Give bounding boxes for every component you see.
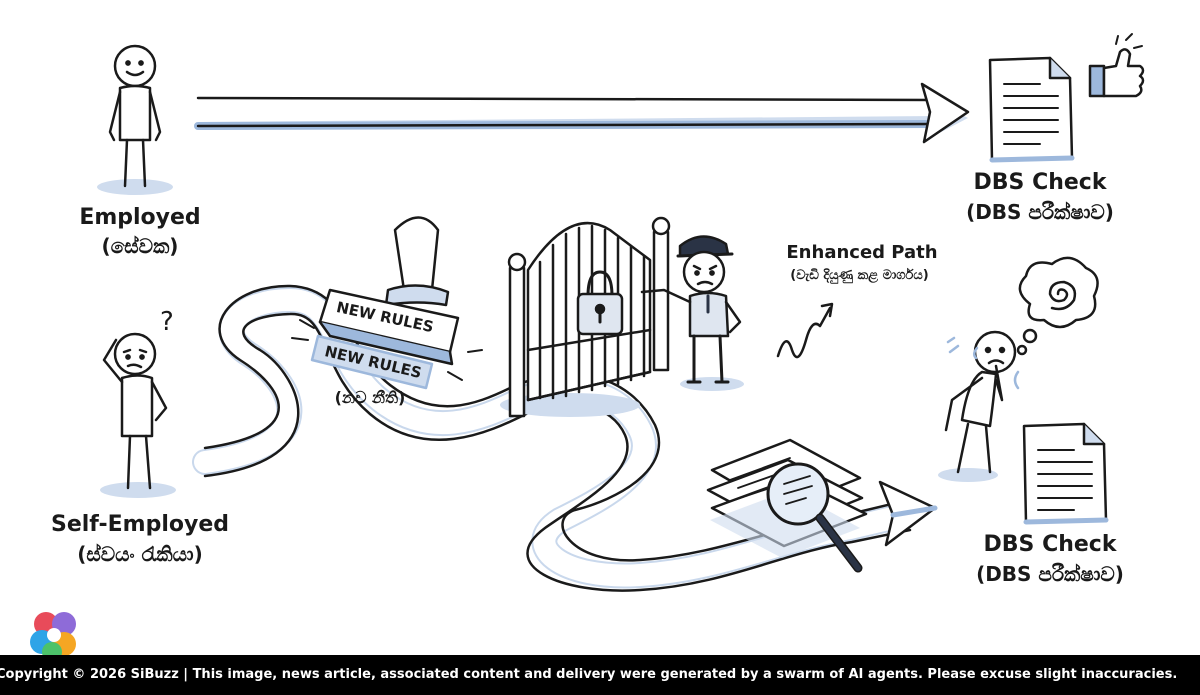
magnifying-glass-icon xyxy=(766,462,863,573)
employed-label: Employed xyxy=(79,205,201,230)
copyright-footer: Copyright © 2026 SiBuzz | This image, ne… xyxy=(0,655,1200,695)
new-rules-label-sinhala: (නව නීති) xyxy=(334,388,406,407)
employed-label-sinhala: (සේවක) xyxy=(101,234,179,258)
straight-path-arrow xyxy=(194,82,970,144)
question-mark: ? xyxy=(160,307,174,337)
self-employed-figure: ? xyxy=(100,307,176,498)
employed-figure xyxy=(97,44,173,195)
document-icon-bottom xyxy=(1022,422,1109,525)
gate-icon xyxy=(500,216,671,418)
anxious-figure xyxy=(938,330,1020,482)
sibuzz-logo xyxy=(30,612,76,662)
guard-figure xyxy=(640,235,744,391)
dbs-check-top-label: DBS Check xyxy=(973,170,1107,195)
thumbs-up-icon xyxy=(1088,33,1145,98)
enhanced-path-label: Enhanced Path xyxy=(786,242,938,263)
spiral-thought-icon xyxy=(1016,256,1099,356)
document-icon-top xyxy=(988,56,1075,163)
self-employed-label: Self-Employed xyxy=(51,512,229,537)
dbs-check-bottom-label-sinhala: (DBS පරීක්ෂාව) xyxy=(976,562,1124,586)
dbs-check-top-label-sinhala: (DBS පරීක්ෂාව) xyxy=(966,200,1114,224)
squiggle-arrow-icon xyxy=(776,302,834,359)
self-employed-label-sinhala: (ස්වයං රැකියා) xyxy=(77,542,203,566)
enhanced-path-label-sinhala: (වැඩි දියුණු කළ මාර්ගය) xyxy=(790,268,929,283)
dbs-check-bottom-label: DBS Check xyxy=(983,532,1117,557)
illustration: ? NEW RULES NEW RULES xyxy=(97,33,1145,592)
